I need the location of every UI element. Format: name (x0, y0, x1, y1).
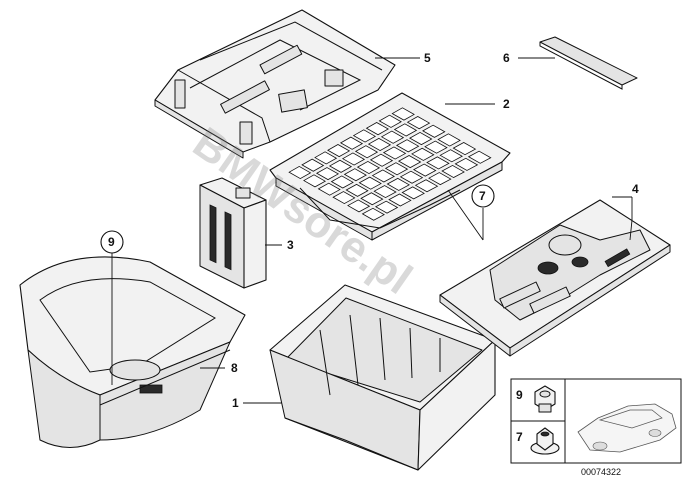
grid-cell (388, 193, 412, 207)
grid-cell (314, 151, 338, 165)
grid-cell (327, 144, 351, 158)
grid-cell (328, 159, 353, 173)
part-5-tray (154, 9, 396, 159)
callout-4: 4 (632, 182, 639, 196)
grid-cell (439, 149, 463, 163)
grid-cell (367, 137, 392, 152)
grid-cell (437, 133, 461, 147)
callout-5: 5 (424, 51, 431, 65)
grid-cell (356, 160, 381, 174)
grid-cell (358, 176, 382, 190)
grid-cell (341, 152, 366, 166)
grid-cell (354, 145, 379, 159)
grid-cell (395, 139, 420, 153)
grid-cell (332, 191, 356, 205)
part-2-grid-cover (269, 92, 511, 241)
grid-cell (401, 186, 425, 200)
grid-cell (347, 199, 371, 213)
callout-3: 3 (287, 238, 294, 252)
callout-8: 8 (231, 361, 238, 375)
grid-cell (384, 162, 409, 176)
grid-cell (411, 147, 435, 161)
grid-cell (428, 172, 452, 186)
part-3-box (199, 177, 267, 289)
inset-panel: 9 7 (510, 378, 682, 464)
grid-cell (382, 146, 407, 160)
grid-cell (330, 175, 354, 189)
part-1-box (269, 284, 496, 471)
grid-cell (454, 157, 479, 171)
grid-cell (315, 167, 340, 181)
grid-cell (301, 158, 325, 172)
grid-cell (467, 150, 492, 164)
callout-7: 7 (479, 189, 486, 203)
inset-callout-9: 9 (516, 388, 523, 402)
grid-cell (288, 166, 312, 180)
grid-cell (452, 142, 477, 156)
grid-cell (303, 174, 327, 188)
grid-cell (365, 122, 389, 136)
grid-cell (391, 107, 415, 121)
part-6-strip (539, 36, 638, 90)
grid-cell (426, 156, 450, 170)
car-silhouette-icon (577, 403, 677, 453)
nut-7-icon (530, 427, 560, 455)
grid-cell (393, 123, 418, 137)
part-8-liner (19, 256, 246, 448)
grid-cell (374, 200, 399, 214)
grid-cell (373, 185, 397, 199)
callout-1: 1 (232, 396, 239, 410)
callout-6: 6 (503, 51, 510, 65)
grid-cell (360, 192, 384, 206)
grid-cell (406, 116, 431, 130)
grid-cell (424, 140, 448, 154)
grid-cell (378, 114, 402, 128)
grid-cell (352, 129, 377, 143)
grid-cell (369, 153, 394, 167)
grid-cell (414, 179, 439, 193)
grid-cell (412, 163, 437, 177)
grid-cell (345, 183, 369, 197)
part-4-toolkit (439, 199, 671, 357)
grid-cell (317, 182, 341, 196)
grid-cell (441, 164, 465, 178)
grid-cell (361, 207, 385, 221)
callout-2: 2 (503, 97, 510, 111)
grid-cell (422, 124, 446, 138)
grid-cell (343, 168, 367, 182)
callout-9: 9 (108, 235, 115, 249)
reference-number: 00074322 (581, 467, 621, 477)
grid-cell (399, 170, 424, 184)
grid-cell (409, 131, 433, 146)
grid-cell (386, 177, 410, 191)
grid-cell (380, 130, 405, 144)
inset-callout-7: 7 (516, 430, 523, 444)
grid-cell (397, 155, 422, 169)
grid-cell (339, 136, 364, 150)
grid-cell (371, 169, 396, 183)
nut-9-icon (534, 385, 556, 413)
